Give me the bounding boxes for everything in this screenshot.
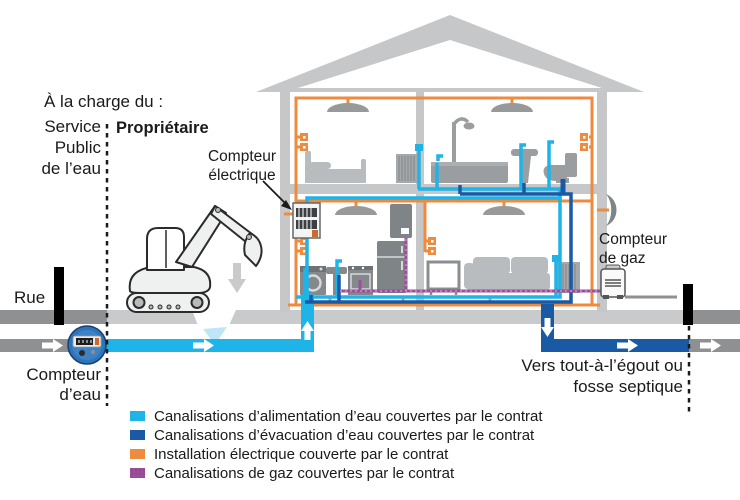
legend-swatch-gas [130,468,145,478]
label-sewer: Vers tout-à-l’égout ou fosse septique [521,356,683,396]
water-meter [67,325,107,365]
washbasin [511,149,538,183]
legend-swatch-water-supply [130,411,145,421]
label-proprietaire: Propriétaire [116,119,209,137]
legend-label: Canalisations d’évacuation d’eau couvert… [154,427,535,444]
boundary-posts [54,267,693,325]
bathtub [431,162,508,183]
gas-pipes [340,238,677,299]
shower [452,117,475,163]
pointer-arrow [262,180,292,210]
excavator [126,205,263,313]
flow-arrow-icons [42,318,721,352]
label-electric-meter: Compteur électrique [207,148,277,184]
roof [256,15,644,92]
legend-item: Canalisations d’alimentation d’eau couve… [130,408,543,427]
water-heater [390,204,412,238]
legend-swatch-electric [130,449,145,459]
refrigerator [377,241,407,293]
dig-arrow-icon [228,263,246,293]
ceiling-lamps [327,103,533,215]
ground [0,310,740,324]
electric-meter [292,202,321,239]
page-title: À la charge du : [44,92,164,111]
legend-item: Canalisations de gaz couvertes par le co… [130,465,543,484]
bed [305,151,366,183]
sofa [464,257,550,290]
electrical-outlets [300,133,588,255]
label-street: Rue [14,288,46,307]
legend-item: Installation électrique couverte par le … [130,446,543,465]
radiator-bedroom [396,154,418,183]
label-gas-meter: Compteur de gaz [599,231,668,267]
gas-meter [600,264,626,299]
legend-label: Canalisations de gaz couvertes par le co… [154,465,455,482]
dug-hole [192,310,236,346]
label-water-meter: Compteur d’eau [26,365,101,404]
satellite-dish-icon [606,194,617,226]
legend-swatch-water-evacuation [130,430,145,440]
legend: Canalisations d’alimentation d’eau couve… [130,408,543,484]
legend-label: Canalisations d’alimentation d’eau couve… [154,408,543,425]
legend-item: Canalisations d’évacuation d’eau couvert… [130,427,543,446]
legend-label: Installation électrique couverte par le … [154,446,449,463]
label-service-public: Service Public de l’eau [41,117,101,178]
boundary-dashed-lines [105,124,691,412]
